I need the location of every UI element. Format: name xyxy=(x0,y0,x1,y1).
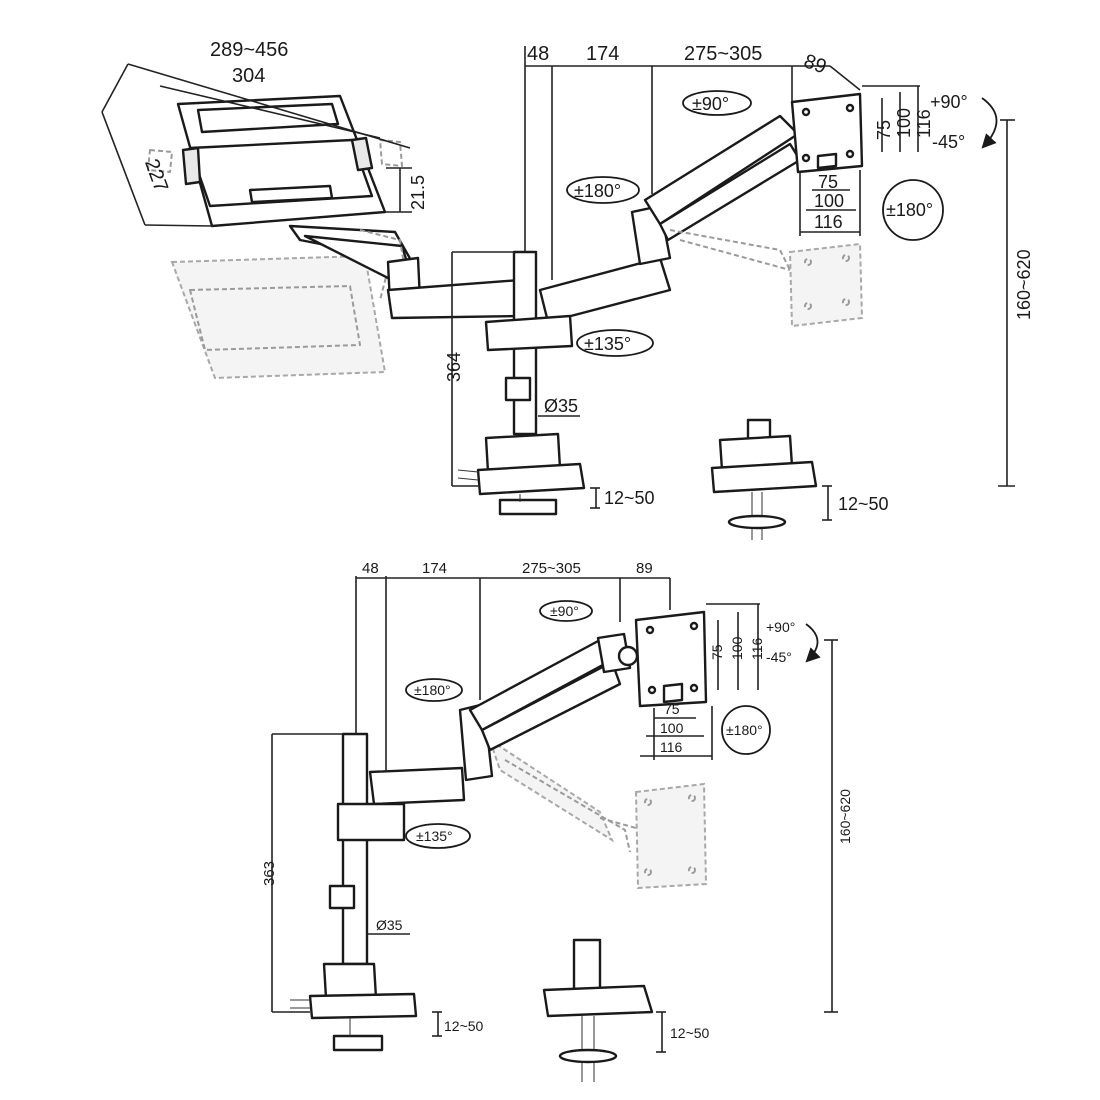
top-diagram: 289~456 304 227 21.5 48 174 275~305 89 ±… xyxy=(101,39,1034,540)
top-dimension-lines xyxy=(101,46,1015,521)
vesa-w-100-label: 100 xyxy=(814,191,844,211)
b-base-rotation-label: ±135° xyxy=(416,828,453,844)
b-right-clamp-range-label: 12~50 xyxy=(670,1025,710,1041)
arm1-label: 174 xyxy=(586,43,619,65)
left-arm-segment xyxy=(386,256,524,320)
bottom-rotation-arrows xyxy=(405,600,821,849)
arm-rotation-label: ±180° xyxy=(574,181,621,201)
b-pole-diameter-label: Ø35 xyxy=(376,917,403,933)
tilt-down-label: -45° xyxy=(932,132,965,152)
b-pole-offset-label: 48 xyxy=(362,560,379,577)
b-plate-rotation-label: ±180° xyxy=(726,722,763,738)
arm2-label: 275~305 xyxy=(684,43,762,65)
laptop-tray xyxy=(176,94,387,228)
pole-height-label: 364 xyxy=(444,352,464,382)
b-swivel-label: ±90° xyxy=(550,603,579,619)
ghost-laptop-tray xyxy=(147,139,403,380)
b-arm1-label: 174 xyxy=(422,560,447,577)
pole xyxy=(484,250,574,436)
b-vesa-h-116-label: 116 xyxy=(749,637,765,660)
right-clamp-range-label: 12~50 xyxy=(838,494,889,514)
b-arm2-label: 275~305 xyxy=(522,560,581,577)
b-vesa-w-75-label: 75 xyxy=(664,701,680,717)
b-height-range-label: 160~620 xyxy=(837,789,853,844)
tray-width-range-label: 289~456 xyxy=(210,39,288,61)
plate-rotation-label: ±180° xyxy=(886,200,933,220)
tray-depth-label: 227 xyxy=(140,156,172,195)
pole-diameter-label: Ø35 xyxy=(544,396,578,416)
bottom-dimension-lines xyxy=(271,576,838,1053)
swivel-label: ±90° xyxy=(692,94,729,114)
top-rotation-arrows xyxy=(566,90,998,357)
vesa-h-75-label: 75 xyxy=(874,120,894,140)
base-rotation-label: ±135° xyxy=(584,334,631,354)
tray-lip-label: 21.5 xyxy=(408,175,428,210)
right-grommet-base xyxy=(710,418,818,540)
b-vesa-w-100-label: 100 xyxy=(660,720,684,736)
b-vesa-w-116-label: 116 xyxy=(660,739,683,755)
pole-offset-label: 48 xyxy=(527,43,549,65)
right-arm-segment xyxy=(538,114,802,324)
tray-arm xyxy=(288,224,414,282)
bottom-dimension-labels: 48 174 275~305 89 ±90° ±180° ±135° 75 10… xyxy=(261,560,853,1041)
bottom-diagram: 48 174 275~305 89 ±90° ±180° ±135° 75 10… xyxy=(261,560,853,1082)
b-tilt-down-label: -45° xyxy=(766,649,792,665)
vesa-w-75-label: 75 xyxy=(818,172,838,192)
plate-depth-label: 89 xyxy=(801,50,829,78)
vesa-h-100-label: 100 xyxy=(894,108,914,138)
bottom-right-grommet-base xyxy=(542,938,654,1082)
bottom-arm xyxy=(368,632,639,806)
ghost-vesa-plate xyxy=(788,242,864,328)
b-tilt-up-label: +90° xyxy=(766,619,795,635)
vesa-plate xyxy=(790,92,864,174)
ghost-arm-lowered xyxy=(488,737,708,890)
b-plate-depth-label: 89 xyxy=(636,560,653,577)
height-range-label: 160~620 xyxy=(1014,249,1034,320)
b-left-clamp-range-label: 12~50 xyxy=(444,1018,484,1034)
vesa-h-116-label: 116 xyxy=(914,109,934,138)
tilt-up-label: +90° xyxy=(930,92,968,112)
left-clamp-base xyxy=(457,432,586,516)
bottom-pole xyxy=(328,732,406,966)
b-vesa-h-100-label: 100 xyxy=(729,636,745,660)
tray-width-label: 304 xyxy=(232,65,265,87)
b-arm-rotation-label: ±180° xyxy=(414,682,451,698)
b-vesa-h-75-label: 75 xyxy=(709,644,725,660)
b-pole-height-label: 363 xyxy=(261,861,278,886)
bottom-vesa-plate xyxy=(634,610,708,708)
left-clamp-range-label: 12~50 xyxy=(604,488,655,508)
vesa-w-116-label: 116 xyxy=(814,212,843,232)
bottom-left-clamp-base xyxy=(290,962,418,1052)
